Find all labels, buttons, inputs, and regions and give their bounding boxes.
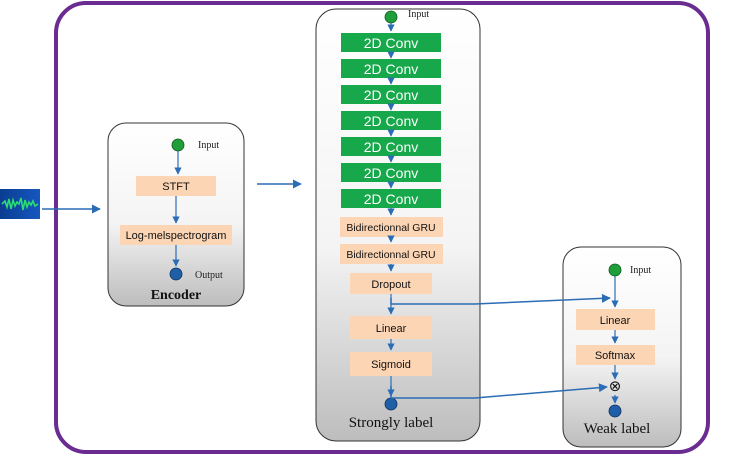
- logmel-block: [120, 225, 232, 245]
- strong-linear-label: Linear: [376, 323, 407, 335]
- conv-label-3: 2D Conv: [364, 87, 418, 103]
- conv-block-7: [341, 189, 441, 208]
- encoder-title: Encoder: [151, 288, 202, 303]
- weak-linear-block: [576, 309, 655, 330]
- conv-label-5: 2D Conv: [364, 139, 418, 155]
- weak-input-label: Input: [630, 265, 651, 276]
- logmel-label: Log-melspectrogram: [126, 230, 227, 242]
- gru-label-2: Bidirectionnal GRU: [346, 249, 435, 261]
- weak-panel: Input Linear Softmax ⊗ Weak label: [562, 246, 682, 448]
- conv-block-3: [341, 85, 441, 104]
- stft-block: [136, 176, 216, 196]
- encoder-input-node: [171, 138, 185, 152]
- strong-input-node: [384, 10, 398, 24]
- conv-label-6: 2D Conv: [364, 165, 418, 181]
- arrow-dropout-to-weak-input: [390, 293, 611, 305]
- arrow-sigmoid-to-multiply: [390, 383, 608, 399]
- encoder-output-label: Output: [195, 270, 223, 281]
- dropout-label: Dropout: [371, 279, 410, 291]
- strong-input-label: Input: [408, 9, 429, 20]
- weak-title: Weak label: [584, 421, 651, 437]
- conv-label-1: 2D Conv: [364, 35, 418, 51]
- weak-input-node: [608, 263, 622, 277]
- softmax-block: [576, 345, 655, 365]
- conv-block-6: [341, 163, 441, 182]
- audio-waveform-icon: [0, 189, 40, 219]
- encoder-output-node: [169, 267, 183, 281]
- gru-block-1: [340, 217, 443, 237]
- multiply-operator-icon: ⊗: [609, 378, 622, 395]
- encoder-panel: Input STFT Log-melspectrogram Output Enc…: [107, 122, 245, 307]
- weak-linear-label: Linear: [600, 315, 631, 327]
- encoder-input-label: Input: [198, 140, 219, 151]
- stft-label: STFT: [162, 181, 190, 193]
- conv-block-2: [341, 59, 441, 78]
- gru-block-2: [340, 244, 443, 264]
- conv-block-4: [341, 111, 441, 130]
- strong-title: Strongly label: [349, 415, 434, 431]
- sigmoid-block: [350, 352, 432, 376]
- strong-linear-block: [350, 316, 432, 339]
- softmax-label: Softmax: [595, 350, 636, 362]
- strong-panel: Input 2D Conv 2D Conv 2D Conv 2D Conv 2D Con…: [315, 8, 481, 442]
- dropout-block: [350, 273, 432, 294]
- conv-block-5: [341, 137, 441, 156]
- outer-frame: [54, 1, 710, 454]
- weak-output-node: [608, 404, 622, 418]
- conv-label-4: 2D Conv: [364, 113, 418, 129]
- conv-label-2: 2D Conv: [364, 61, 418, 77]
- sigmoid-label: Sigmoid: [371, 359, 411, 371]
- gru-label-1: Bidirectionnal GRU: [346, 222, 435, 234]
- conv-block-1: [341, 33, 441, 52]
- conv-label-7: 2D Conv: [364, 191, 418, 207]
- strong-output-node: [384, 397, 398, 411]
